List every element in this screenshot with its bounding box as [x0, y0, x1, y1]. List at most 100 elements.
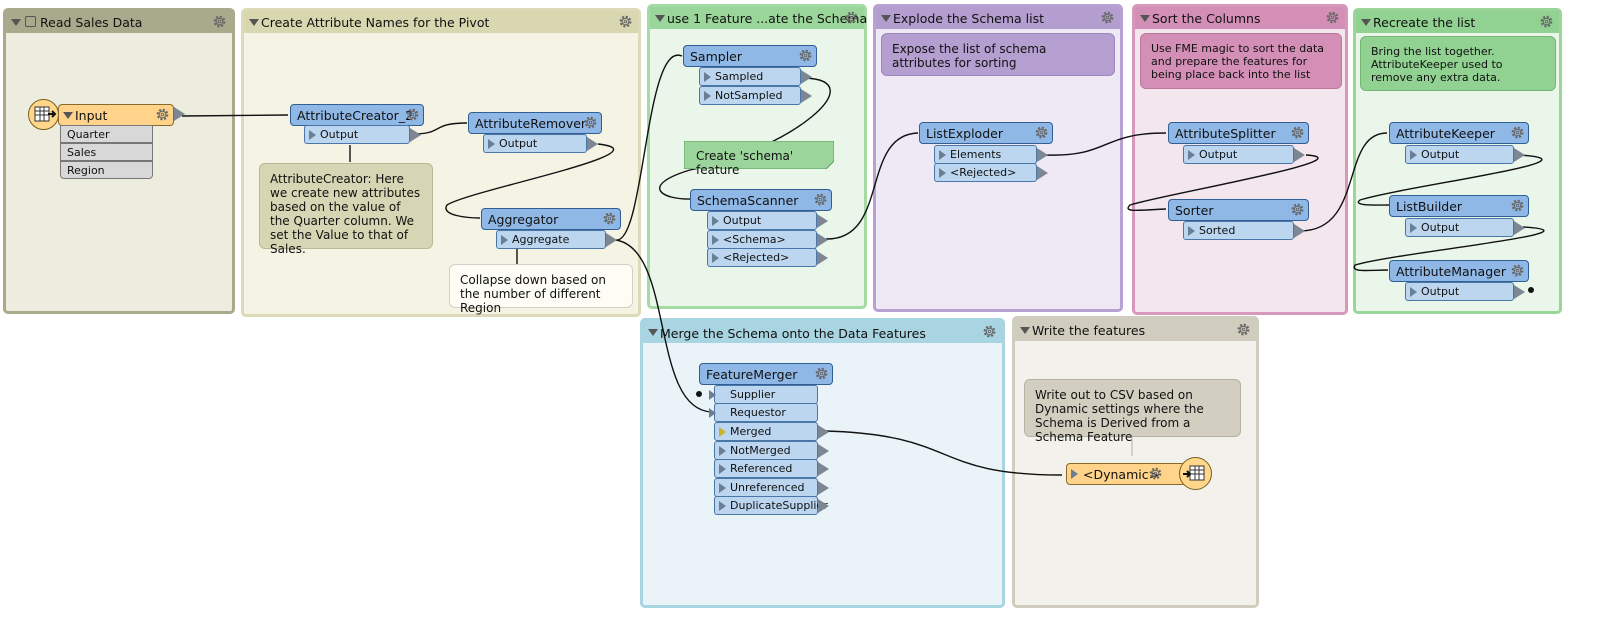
gear-icon[interactable]	[798, 48, 813, 63]
gear-icon[interactable]	[1290, 202, 1305, 217]
port-rejected[interactable]: <Rejected>	[934, 163, 1048, 182]
output-arrow-icon[interactable]	[818, 462, 829, 476]
port-notsampled[interactable]: NotSampled	[699, 86, 812, 105]
transformer-featuremerger[interactable]: FeatureMerger	[699, 363, 833, 385]
bookmark-title: use 1 Feature ...ate the Schema	[667, 11, 868, 26]
output-arrow-icon[interactable]	[817, 233, 828, 247]
port-output[interactable]: Output	[304, 125, 421, 144]
output-arrow-icon[interactable]	[818, 481, 829, 495]
transformer-name: ListBuilder	[1396, 199, 1463, 214]
port-label: DuplicateSupplier	[730, 499, 828, 512]
output-arrow-icon[interactable]	[587, 137, 598, 151]
annotation-sort: Use FME magic to sort the data and prepa…	[1140, 33, 1342, 89]
gear-icon[interactable]	[155, 107, 170, 122]
gear-icon[interactable]	[1034, 125, 1049, 140]
port-output[interactable]: Output	[483, 134, 598, 153]
gear-icon[interactable]	[602, 211, 617, 226]
port-sampled[interactable]: Sampled	[699, 67, 812, 86]
port-elements[interactable]: Elements	[934, 145, 1048, 164]
transformer-schemascanner[interactable]: SchemaScanner	[690, 189, 832, 211]
port-requestor[interactable]: Requestor	[709, 403, 818, 422]
gear-icon[interactable]	[1148, 466, 1163, 481]
port-schema[interactable]: <Schema>	[707, 230, 828, 249]
transformer-attributeremover[interactable]: AttributeRemover	[468, 112, 602, 134]
reader-input[interactable]: Input	[58, 104, 185, 126]
collapse-icon[interactable]	[249, 19, 259, 26]
writer-icon[interactable]	[1179, 457, 1212, 490]
transformer-attributekeeper[interactable]: AttributeKeeper	[1389, 122, 1529, 144]
port-referenced[interactable]: Referenced	[714, 459, 829, 478]
output-arrow-icon[interactable]	[1514, 221, 1525, 235]
output-arrow-icon[interactable]	[1514, 148, 1525, 162]
gear-icon[interactable]	[1510, 198, 1525, 213]
output-arrow-icon[interactable]	[801, 70, 812, 84]
transformer-attributemanager[interactable]: AttributeManager	[1389, 260, 1529, 282]
port-rejected[interactable]: <Rejected>	[707, 248, 828, 267]
annotation-explode: Expose the list of schema attributes for…	[881, 33, 1115, 76]
port-output[interactable]: Output	[1183, 145, 1305, 164]
collapse-icon[interactable]	[881, 15, 891, 22]
output-arrow-icon[interactable]	[1514, 285, 1525, 299]
collapse-icon[interactable]	[1361, 19, 1371, 26]
output-arrow-icon[interactable]	[818, 444, 829, 458]
transformer-sorter[interactable]: Sorter	[1168, 199, 1309, 221]
port-unreferenced[interactable]: Unreferenced	[714, 478, 829, 497]
port-arrow-icon	[719, 501, 726, 511]
writer-dynamic[interactable]: <Dynamic>	[1066, 463, 1186, 485]
port-duplicatesupplier[interactable]: DuplicateSupplier	[714, 496, 829, 515]
output-arrow-icon[interactable]	[1294, 148, 1305, 162]
bookmark-read-sales-data[interactable]: Read Sales Data	[3, 8, 235, 314]
transformer-attributesplitter[interactable]: AttributeSplitter	[1168, 122, 1309, 144]
output-arrow-icon[interactable]	[818, 499, 829, 513]
output-arrow-icon[interactable]	[1037, 166, 1048, 180]
bookmark-write-features[interactable]: Write the features	[1012, 316, 1259, 608]
output-arrow-icon[interactable]	[818, 425, 829, 439]
transformer-listbuilder[interactable]: ListBuilder	[1389, 195, 1529, 217]
port-label: Elements	[950, 148, 1002, 161]
collapse-icon[interactable]	[655, 15, 665, 22]
transformer-attributecreator[interactable]: AttributeCreator_2	[290, 104, 424, 126]
output-arrow-icon[interactable]	[801, 89, 812, 103]
gear-icon[interactable]	[583, 115, 598, 130]
bookmark-icon	[25, 16, 36, 27]
creator-create-schema-feature[interactable]: Create 'schema' feature	[684, 141, 834, 177]
gear-icon[interactable]	[1290, 125, 1305, 140]
port-output[interactable]: Output	[1405, 282, 1525, 301]
transformer-listexploder[interactable]: ListExploder	[919, 122, 1053, 144]
output-arrow-icon[interactable]	[1037, 148, 1048, 162]
bookmark-title: Merge the Schema onto the Data Features	[660, 326, 926, 341]
attribute-region: Region	[60, 161, 153, 179]
output-arrow-icon[interactable]	[817, 251, 828, 265]
port-notmerged[interactable]: NotMerged	[714, 441, 829, 460]
output-arrow-icon[interactable]	[817, 214, 828, 228]
transformer-aggregator[interactable]: Aggregator	[481, 208, 621, 230]
port-output[interactable]: Output	[1405, 218, 1525, 237]
port-aggregate[interactable]: Aggregate	[496, 230, 617, 249]
creator-label: Create 'schema' feature	[696, 149, 794, 177]
gear-icon[interactable]	[813, 192, 828, 207]
gear-icon[interactable]	[1510, 263, 1525, 278]
port-arrow-icon	[1410, 223, 1417, 233]
output-arrow-icon[interactable]	[1294, 224, 1305, 238]
port-arrow-icon	[709, 390, 716, 400]
port-output[interactable]: Output	[1405, 145, 1525, 164]
port-supplier[interactable]: Supplier	[709, 385, 818, 404]
port-sorted[interactable]: Sorted	[1183, 221, 1305, 240]
output-arrow-icon[interactable]	[174, 107, 185, 121]
reader-icon[interactable]	[28, 99, 59, 130]
port-merged[interactable]: Merged	[714, 422, 829, 441]
collapse-icon[interactable]	[648, 329, 658, 336]
gear-icon[interactable]	[814, 366, 829, 381]
collapse-icon[interactable]	[11, 19, 21, 26]
collapse-icon[interactable]	[1020, 327, 1030, 334]
gear-icon[interactable]	[1510, 125, 1525, 140]
gear-icon[interactable]	[405, 107, 420, 122]
output-arrow-icon[interactable]	[410, 128, 421, 142]
collapse-icon[interactable]	[1140, 15, 1150, 22]
port-output[interactable]: Output	[707, 211, 828, 230]
output-arrow-icon[interactable]	[606, 233, 617, 247]
port-arrow-icon	[1410, 150, 1417, 160]
transformer-sampler[interactable]: Sampler	[683, 45, 817, 67]
collapse-icon[interactable]	[63, 112, 73, 119]
attribute-sales: Sales	[60, 143, 153, 161]
